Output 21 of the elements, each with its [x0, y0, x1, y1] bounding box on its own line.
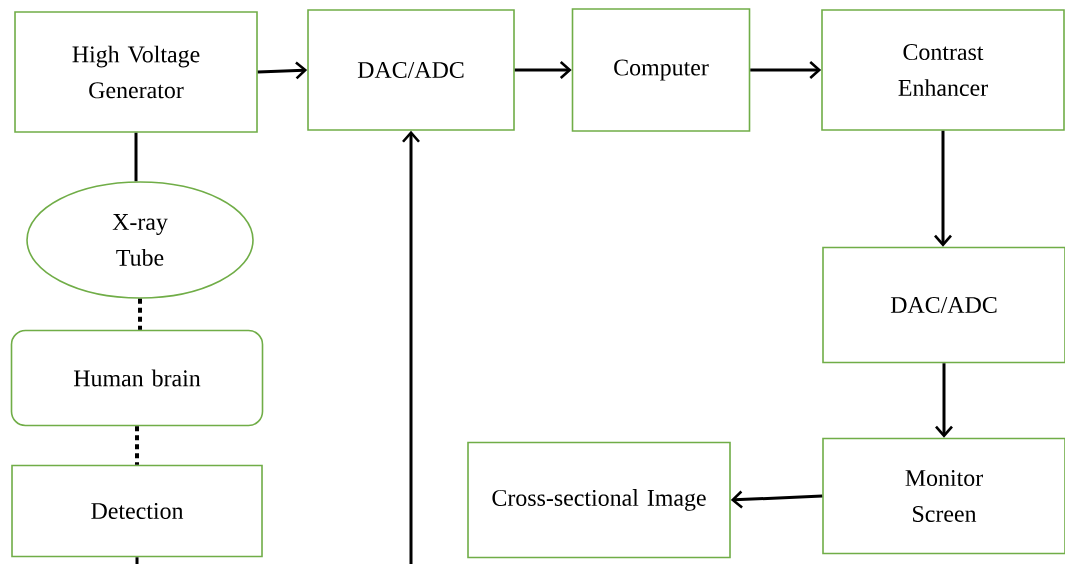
process-box: Cross-sectional Image	[467, 441, 731, 559]
process-box: Detection	[11, 464, 263, 558]
arrow	[514, 61, 572, 79]
dotted-line	[138, 298, 142, 330]
process-box: Computer	[571, 8, 751, 132]
arrow	[257, 61, 308, 80]
rounded-box: Human brain	[10, 329, 264, 427]
arrow	[935, 363, 953, 438]
arrow	[730, 490, 823, 509]
ellipse-node: X-ray Tube	[26, 181, 254, 299]
arrow	[402, 130, 420, 564]
connector-line	[134, 132, 138, 182]
process-box: Contrast Enhancer	[821, 9, 1065, 131]
connector-line	[135, 557, 139, 564]
process-box: Monitor Screen	[822, 437, 1065, 555]
dotted-line	[135, 426, 139, 465]
arrow	[750, 61, 822, 79]
arrow	[934, 130, 952, 247]
process-box: High Voltage Generator	[14, 11, 258, 133]
process-box: DAC/ADC	[822, 246, 1065, 364]
process-box: DAC/ADC	[307, 9, 515, 131]
